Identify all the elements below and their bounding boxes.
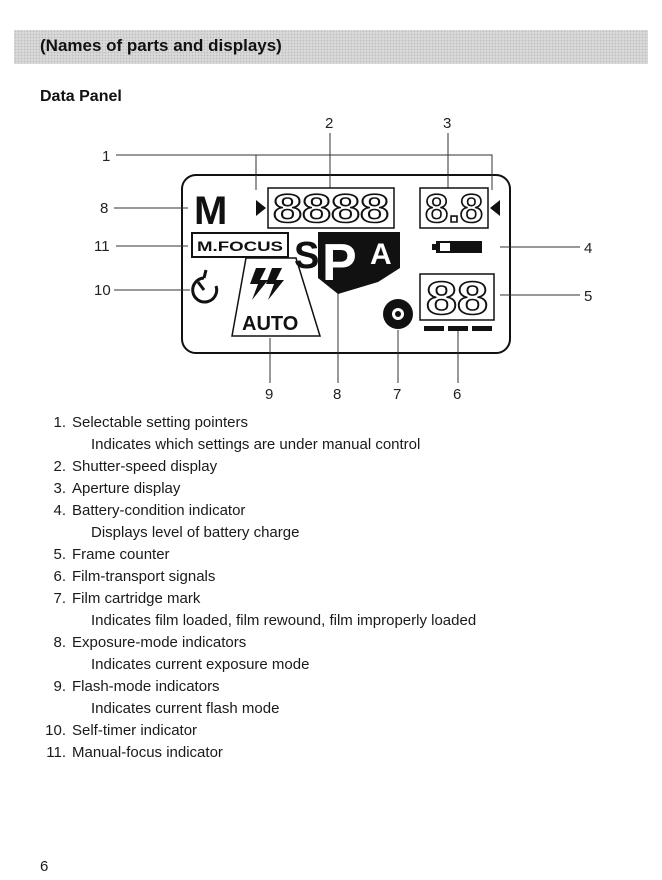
callout-8-bottom: 8 xyxy=(333,386,341,403)
list-item: 11. Manual-focus indicator xyxy=(36,742,646,764)
film-cartridge-icon xyxy=(383,299,413,329)
callout-6: 6 xyxy=(453,386,461,403)
item-description: Displays level of battery charge xyxy=(91,524,300,541)
item-description: Indicates film loaded, film rewound, fil… xyxy=(91,612,477,629)
item-number: 9. xyxy=(53,678,66,695)
aperture-box xyxy=(419,187,489,229)
film-transport-bars-icon xyxy=(424,326,492,331)
item-description: Indicates which settings are under manua… xyxy=(91,436,421,453)
shutter-speed-display: 8888 xyxy=(273,187,389,231)
item-number: 2. xyxy=(53,458,66,475)
item-number: 4. xyxy=(53,502,66,519)
callout-9: 9 xyxy=(265,386,273,403)
list-item: 10. Self-timer indicator xyxy=(36,720,646,742)
data-panel-diagram: 1 2 3 8 11 10 4 5 9 8 7 6 M 8888 8.8 M.F… xyxy=(94,115,592,403)
frame-counter-display: 88 xyxy=(426,272,488,324)
frame-counter-box xyxy=(419,273,495,321)
item-description: Indicates current exposure mode xyxy=(91,656,310,673)
section-title: Data Panel xyxy=(40,88,122,105)
item-number: 11. xyxy=(46,744,66,761)
flash-mode-auto: AUTO xyxy=(242,313,298,335)
list-item: 4. Battery-condition indicator Displays l… xyxy=(36,500,646,544)
item-name: Self-timer indicator xyxy=(72,722,198,739)
item-name: Selectable setting pointers xyxy=(72,414,248,431)
lightning-bolt-icon xyxy=(250,268,268,300)
self-timer-icon xyxy=(191,269,219,304)
item-name: Flash-mode indicators xyxy=(72,678,220,695)
exposure-mode-s: S xyxy=(294,235,319,277)
list-item: 3. Aperture display xyxy=(36,478,646,500)
header-band: (Names of parts and displays) xyxy=(14,30,648,64)
callout-5: 5 xyxy=(584,288,592,305)
triangle-pointer-icon xyxy=(256,200,266,216)
list-item: 5. Frame counter xyxy=(36,544,646,566)
triangle-pointer-icon xyxy=(490,200,500,216)
item-number: 6. xyxy=(53,568,66,585)
list-item: 6. Film-transport signals xyxy=(36,566,646,588)
item-name: Frame counter xyxy=(72,546,170,563)
callout-4: 4 xyxy=(584,240,592,257)
list-item: 8. Exposure-mode indicators Indicates cur… xyxy=(36,632,646,676)
item-name: Exposure-mode indicators xyxy=(72,634,247,651)
item-number: 5. xyxy=(53,546,66,563)
item-number: 1. xyxy=(53,414,66,431)
item-number: 8. xyxy=(53,634,66,651)
item-name: Film-transport signals xyxy=(72,568,216,585)
list-item: 2. Shutter-speed display xyxy=(36,456,646,478)
callout-1: 1 xyxy=(102,148,110,165)
lightning-bolt-icon xyxy=(266,268,284,300)
callout-8-left: 8 xyxy=(100,200,108,217)
item-name: Manual-focus indicator xyxy=(72,744,223,761)
mode-m-indicator: M xyxy=(194,189,227,233)
page-title: (Names of parts and displays) xyxy=(40,36,282,55)
list-item: 9. Flash-mode indicators Indicates curren… xyxy=(36,676,646,720)
exposure-mode-a: A xyxy=(370,238,392,271)
item-number: 7. xyxy=(53,590,66,607)
flash-mode-outline xyxy=(231,257,322,337)
shutter-speed-box xyxy=(267,187,395,229)
exposure-mode-p: P xyxy=(322,234,357,292)
item-name: Aperture display xyxy=(72,480,181,497)
battery-icon xyxy=(432,241,482,253)
callout-3: 3 xyxy=(443,115,451,132)
callout-7: 7 xyxy=(393,386,401,403)
parts-list: 1. Selectable setting pointers Indicates … xyxy=(36,412,646,764)
callout-line-1 xyxy=(116,154,493,190)
item-description: Indicates current flash mode xyxy=(91,700,280,717)
item-number: 10. xyxy=(45,722,66,739)
item-number: 3. xyxy=(53,480,66,497)
lcd-panel-outline xyxy=(181,174,511,354)
callout-11: 11 xyxy=(94,238,110,255)
page-number: 6 xyxy=(40,858,49,875)
list-item: 1. Selectable setting pointers Indicates … xyxy=(36,412,646,456)
callout-lines xyxy=(114,133,580,383)
list-item: 7. Film cartridge mark Indicates film loa… xyxy=(36,588,646,632)
item-name: Battery-condition indicator xyxy=(72,502,246,519)
exposure-mode-p-background xyxy=(318,232,400,294)
aperture-display: 8.8 xyxy=(425,187,483,231)
item-name: Film cartridge mark xyxy=(72,590,201,607)
manual-focus-indicator: M.FOCUS xyxy=(197,238,283,254)
manual-focus-box xyxy=(191,232,289,258)
item-name: Shutter-speed display xyxy=(72,458,218,475)
callout-2: 2 xyxy=(325,115,333,132)
callout-10: 10 xyxy=(94,282,111,299)
